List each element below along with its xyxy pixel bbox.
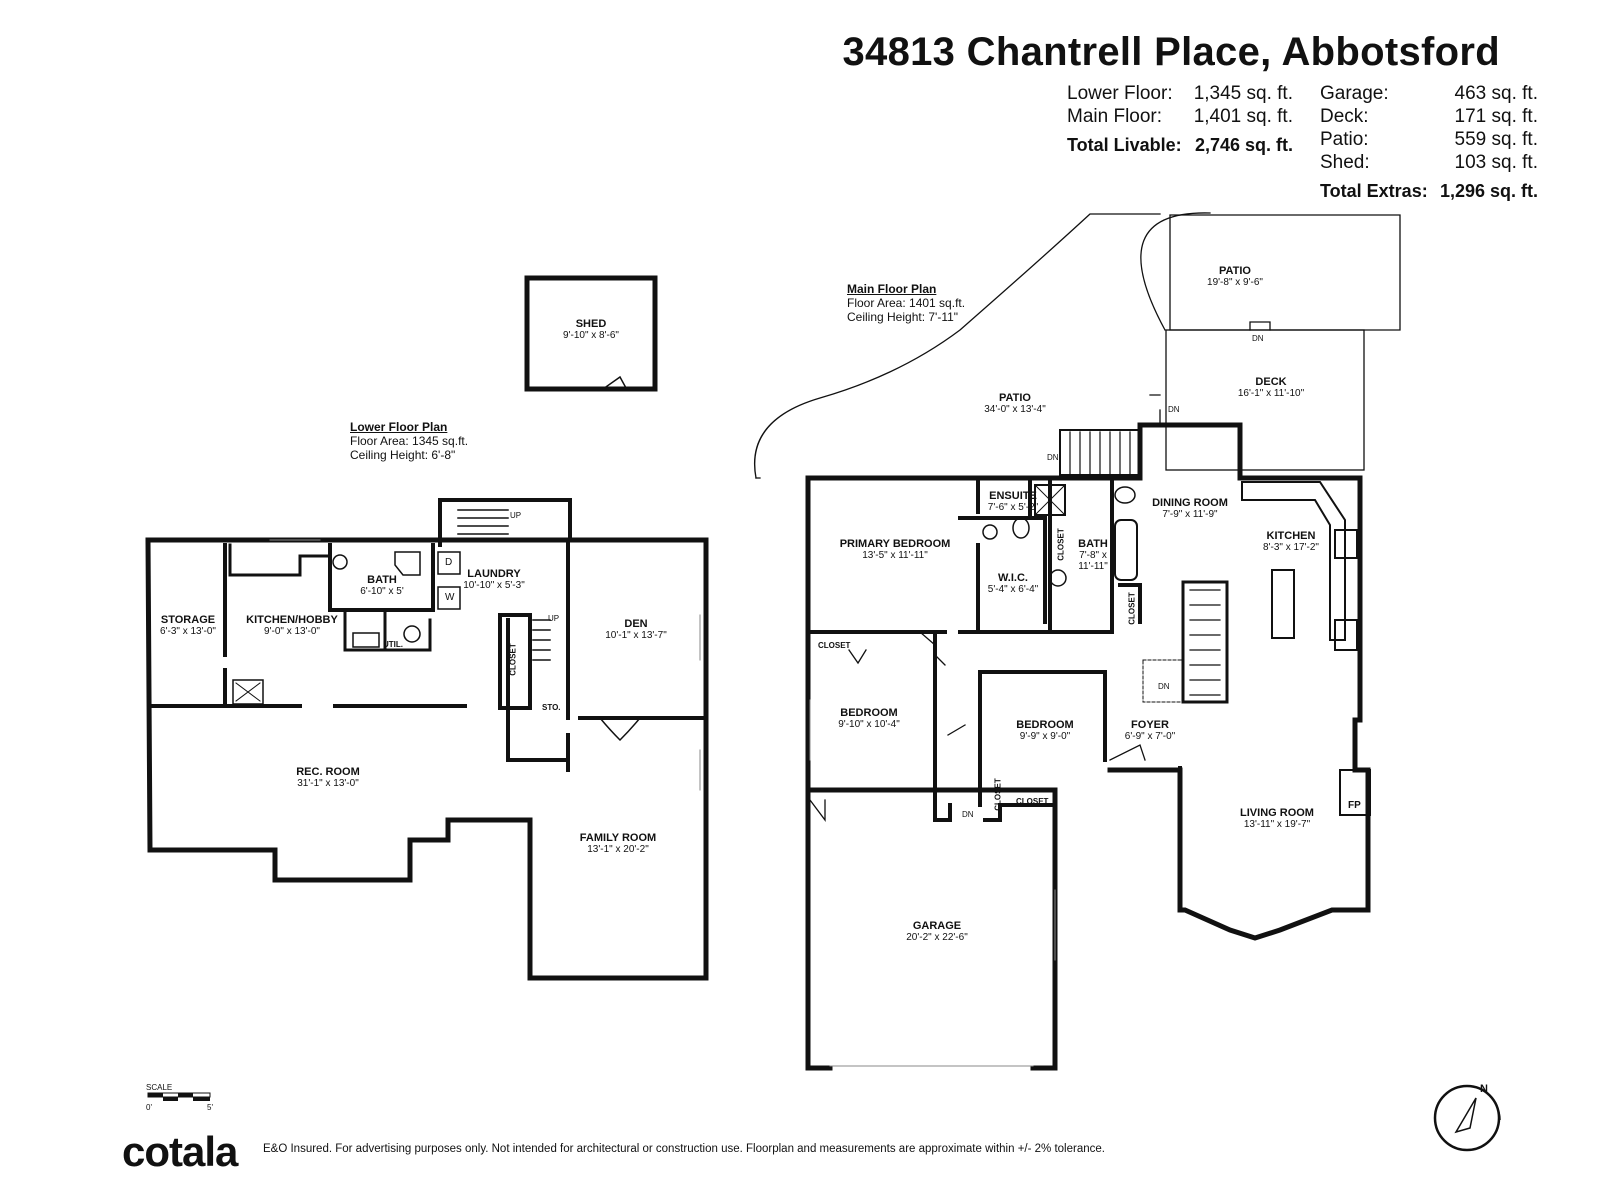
main-closet-label-1: CLOSET [818,641,851,650]
garage-value: 463 sq. ft. [1454,83,1538,104]
lower-plan-ceiling: Ceiling Height: 6'-8" [350,448,456,462]
lower-floor-label: Lower Floor: [1067,83,1173,104]
main-plan-ceiling: Ceiling Height: 7'-11" [847,310,959,324]
area-summary: Lower Floor: 1,345 sq. ft. Main Floor: 1… [0,0,1600,220]
compass-north-label: N [1480,1083,1488,1095]
sto-label: STO. [542,703,561,712]
shed-outline [524,275,658,392]
util-label: UTIL. [383,640,403,649]
lower-plan-title: Lower Floor Plan [350,420,448,434]
patio-value: 559 sq. ft. [1454,129,1538,150]
deck-outline [1165,329,1365,471]
lower-up-label-2: UP [510,511,522,520]
scale-bar [147,1092,211,1101]
washer-label: W [445,592,455,603]
deck-value: 171 sq. ft. [1454,106,1538,127]
total-livable-label: Total Livable: [1067,135,1182,155]
dn-label-deck: DN [1168,405,1180,414]
lower-patio-outline [754,213,1161,479]
main-closet-label-3: CLOSET [1056,528,1066,561]
lower-closet-label: CLOSET [508,643,518,676]
main-plan-header: Main Floor Plan Floor Area: 1401 sq.ft. … [847,282,965,324]
fireplace-label: FP [1348,800,1361,811]
main-closet-label-5: CLOSET [993,778,1003,811]
scale-label: SCALE [146,1083,173,1092]
scale-start: 0' [146,1103,152,1112]
total-extras-label: Total Extras: [1320,181,1428,201]
lower-floor-outline [145,537,709,981]
shed-label: Shed: [1320,152,1370,173]
main-plan-title: Main Floor Plan [847,282,937,296]
upper-patio-outline [1169,214,1401,331]
main-floor-outline [805,422,1371,941]
total-livable-value: 2,746 sq. ft. [1194,135,1293,155]
lower-plan-header: Lower Floor Plan Floor Area: 1345 sq.ft.… [350,420,468,462]
lower-plan-area: Floor Area: 1345 sq.ft. [350,434,469,448]
lower-floor-value: 1,345 sq. ft. [1193,83,1293,104]
cotala-logo: cotala [122,1128,238,1175]
shed-value: 103 sq. ft. [1454,152,1538,173]
room-wic: W.I.C.5'-4" x 6'-4" [987,572,1039,595]
compass [1433,1084,1501,1152]
dn-label-garage: DN [962,810,974,819]
dn-label-patio: DN [1047,453,1059,462]
main-closet-label-2: CLOSET [1016,797,1049,806]
garage-label: Garage: [1320,83,1389,104]
deck-label: Deck: [1320,106,1369,127]
total-extras-value: 1,296 sq. ft. [1439,181,1538,201]
dryer-label: D [445,557,453,568]
dn-label-stairs: DN [1158,682,1170,691]
main-floor-value: 1,401 sq. ft. [1193,106,1293,127]
patio-label: Patio: [1320,129,1369,150]
scale-end: 5' [207,1103,213,1112]
main-plan-area: Floor Area: 1401 sq.ft. [847,296,966,310]
dn-label-upper: DN [1252,334,1264,343]
main-floor-label: Main Floor: [1067,106,1163,127]
lower-up-label: UP [548,614,560,623]
disclaimer: E&O Insured. For advertising purposes on… [263,1143,1105,1155]
property-address: 34813 Chantrell Place, Abbotsford [842,30,1500,74]
main-closet-label-4: CLOSET [1127,592,1137,625]
